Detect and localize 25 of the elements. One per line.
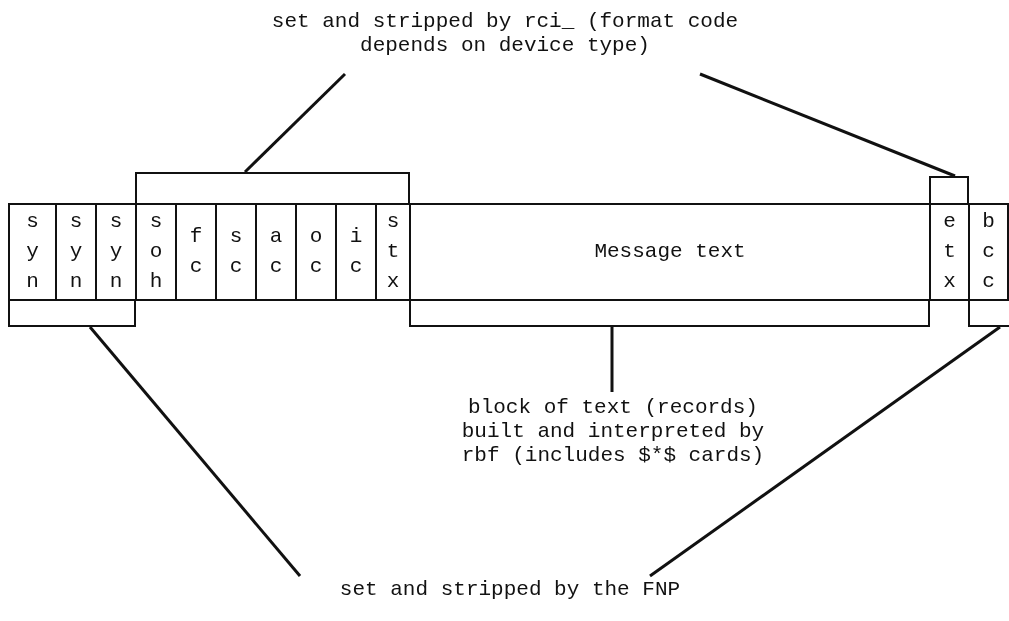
annotation-text: set and stripped by the FNP xyxy=(250,578,770,608)
field-cell: a c xyxy=(255,203,295,301)
bracket xyxy=(135,172,410,205)
field-cell: b c c xyxy=(968,203,1009,301)
field-cell: s t x xyxy=(375,203,409,301)
field-cell: o c xyxy=(295,203,335,301)
field-cell: s y n xyxy=(8,203,55,301)
leader-line xyxy=(243,72,347,174)
message-field: Message text xyxy=(409,203,929,301)
field-cell: s c xyxy=(215,203,255,301)
leader-line xyxy=(699,72,956,178)
bracket xyxy=(409,299,930,327)
field-cell: s y n xyxy=(55,203,95,301)
annotation-text: block of text (records) built and interpreted by rbf (includes $*$ cards) xyxy=(458,396,768,526)
bracket xyxy=(8,299,136,327)
field-cell: i c xyxy=(335,203,375,301)
annotation-text: set and stripped by rci_ (format code depends on device type) xyxy=(265,10,745,70)
field-cell: e t x xyxy=(929,203,968,301)
leader-line xyxy=(88,326,302,577)
field-cell: s o h xyxy=(135,203,175,301)
field-cell: s y n xyxy=(95,203,135,301)
leader-line xyxy=(610,327,614,392)
leader-line xyxy=(649,325,1001,578)
field-cell: f c xyxy=(175,203,215,301)
bracket xyxy=(929,176,969,205)
